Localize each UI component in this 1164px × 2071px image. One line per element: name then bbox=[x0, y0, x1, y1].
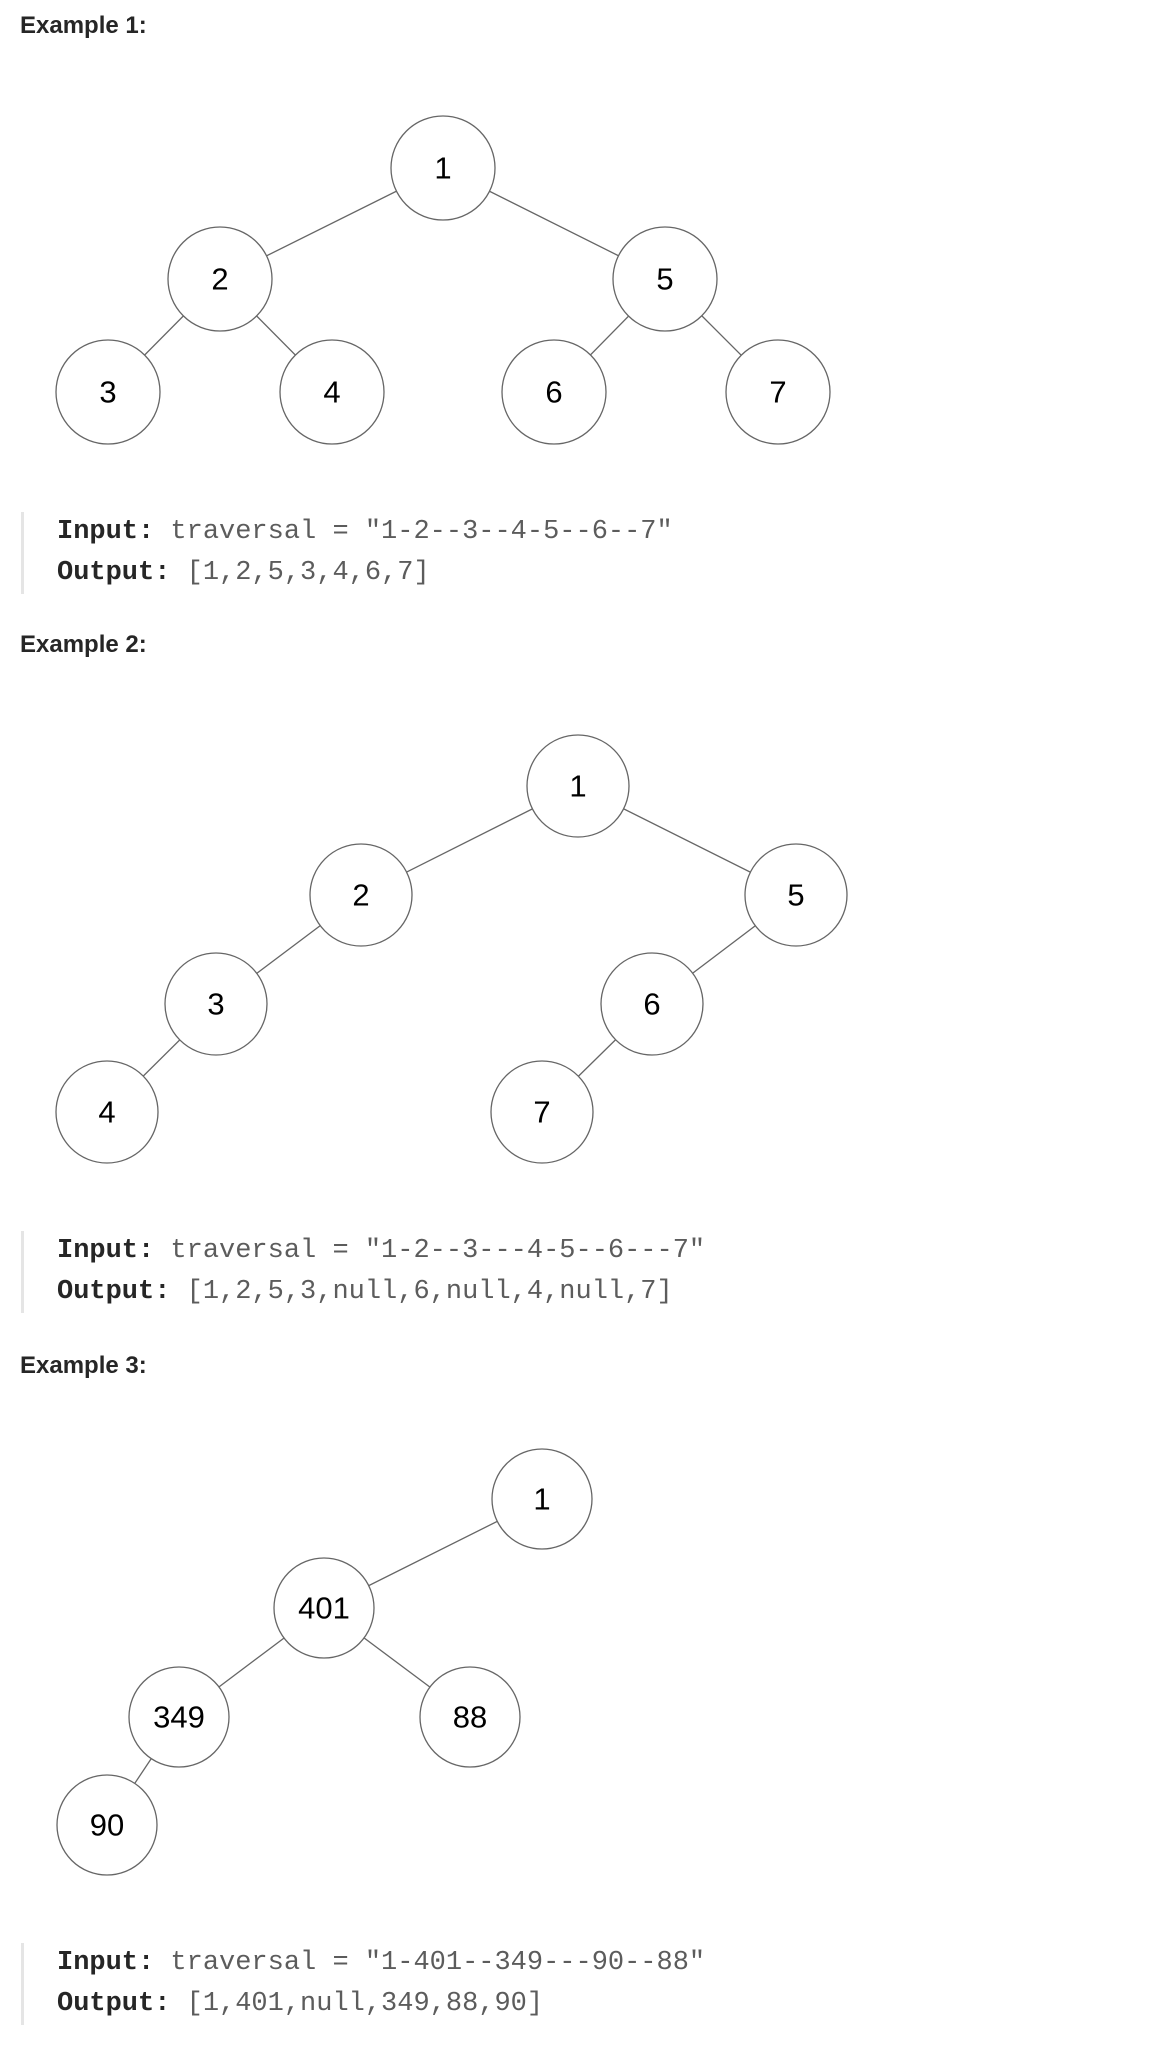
output-value: [1,2,5,3,null,6,null,4,null,7] bbox=[186, 1277, 673, 1307]
svg-text:5: 5 bbox=[656, 262, 673, 297]
example-3-code-block: Input: traversal = "1-401--349---90--88"… bbox=[21, 1943, 705, 2025]
tree-node: 90 bbox=[56, 1774, 158, 1876]
svg-text:3: 3 bbox=[207, 987, 224, 1022]
tree-node: 5 bbox=[744, 843, 848, 947]
tree-node: 88 bbox=[419, 1666, 521, 1768]
output-label: Output: bbox=[57, 1277, 171, 1307]
svg-text:2: 2 bbox=[352, 878, 369, 913]
svg-text:6: 6 bbox=[643, 987, 660, 1022]
example-1-tree-diagram: 1 2 5 3 4 6 7 bbox=[55, 115, 831, 445]
svg-text:1: 1 bbox=[569, 769, 586, 804]
example-2-tree-diagram: 1 2 5 3 6 4 7 bbox=[55, 734, 848, 1164]
example-3-heading: Example 3: bbox=[20, 1352, 147, 1379]
svg-text:7: 7 bbox=[769, 375, 786, 410]
tree-node: 5 bbox=[612, 226, 718, 332]
svg-text:349: 349 bbox=[153, 1700, 205, 1735]
svg-text:3: 3 bbox=[99, 375, 116, 410]
tree-node: 1 bbox=[526, 734, 630, 838]
output-label: Output: bbox=[57, 1989, 171, 2019]
tree-node: 3 bbox=[55, 339, 161, 445]
example-1-code-block: Input: traversal = "1-2--3--4-5--6--7" O… bbox=[21, 512, 673, 594]
svg-text:7: 7 bbox=[533, 1095, 550, 1130]
example-3-tree-diagram: 1 401 349 88 90 bbox=[56, 1448, 593, 1876]
svg-text:5: 5 bbox=[787, 878, 804, 913]
input-value: traversal = "1-2--3---4-5--6---7" bbox=[170, 1236, 706, 1266]
output-value: [1,401,null,349,88,90] bbox=[186, 1989, 544, 2019]
tree-node: 401 bbox=[273, 1557, 375, 1659]
input-value: traversal = "1-401--349---90--88" bbox=[170, 1948, 706, 1978]
svg-text:401: 401 bbox=[298, 1591, 350, 1626]
svg-text:88: 88 bbox=[453, 1700, 487, 1735]
tree-node: 2 bbox=[309, 843, 413, 947]
tree-node: 1 bbox=[491, 1448, 593, 1550]
example-1-heading: Example 1: bbox=[20, 12, 147, 39]
svg-text:6: 6 bbox=[545, 375, 562, 410]
output-label: Output: bbox=[57, 558, 171, 588]
svg-text:2: 2 bbox=[211, 262, 228, 297]
tree-node: 6 bbox=[600, 952, 704, 1056]
example-2-heading: Example 2: bbox=[20, 631, 147, 658]
input-label: Input: bbox=[57, 517, 155, 547]
tree-node: 1 bbox=[390, 115, 496, 221]
tree-node: 7 bbox=[725, 339, 831, 445]
svg-text:90: 90 bbox=[90, 1808, 124, 1843]
example-2-code-block: Input: traversal = "1-2--3---4-5--6---7"… bbox=[21, 1231, 705, 1313]
svg-text:1: 1 bbox=[434, 151, 451, 186]
tree-node: 7 bbox=[490, 1060, 594, 1164]
tree-node: 4 bbox=[279, 339, 385, 445]
svg-text:1: 1 bbox=[533, 1482, 550, 1517]
output-value: [1,2,5,3,4,6,7] bbox=[186, 558, 430, 588]
svg-text:4: 4 bbox=[98, 1095, 115, 1130]
tree-node: 349 bbox=[128, 1666, 230, 1768]
tree-node: 6 bbox=[501, 339, 607, 445]
input-label: Input: bbox=[57, 1236, 155, 1266]
tree-node: 4 bbox=[55, 1060, 159, 1164]
tree-node: 2 bbox=[167, 226, 273, 332]
input-label: Input: bbox=[57, 1948, 155, 1978]
tree-node: 3 bbox=[164, 952, 268, 1056]
input-value: traversal = "1-2--3--4-5--6--7" bbox=[170, 517, 673, 547]
svg-text:4: 4 bbox=[323, 375, 340, 410]
